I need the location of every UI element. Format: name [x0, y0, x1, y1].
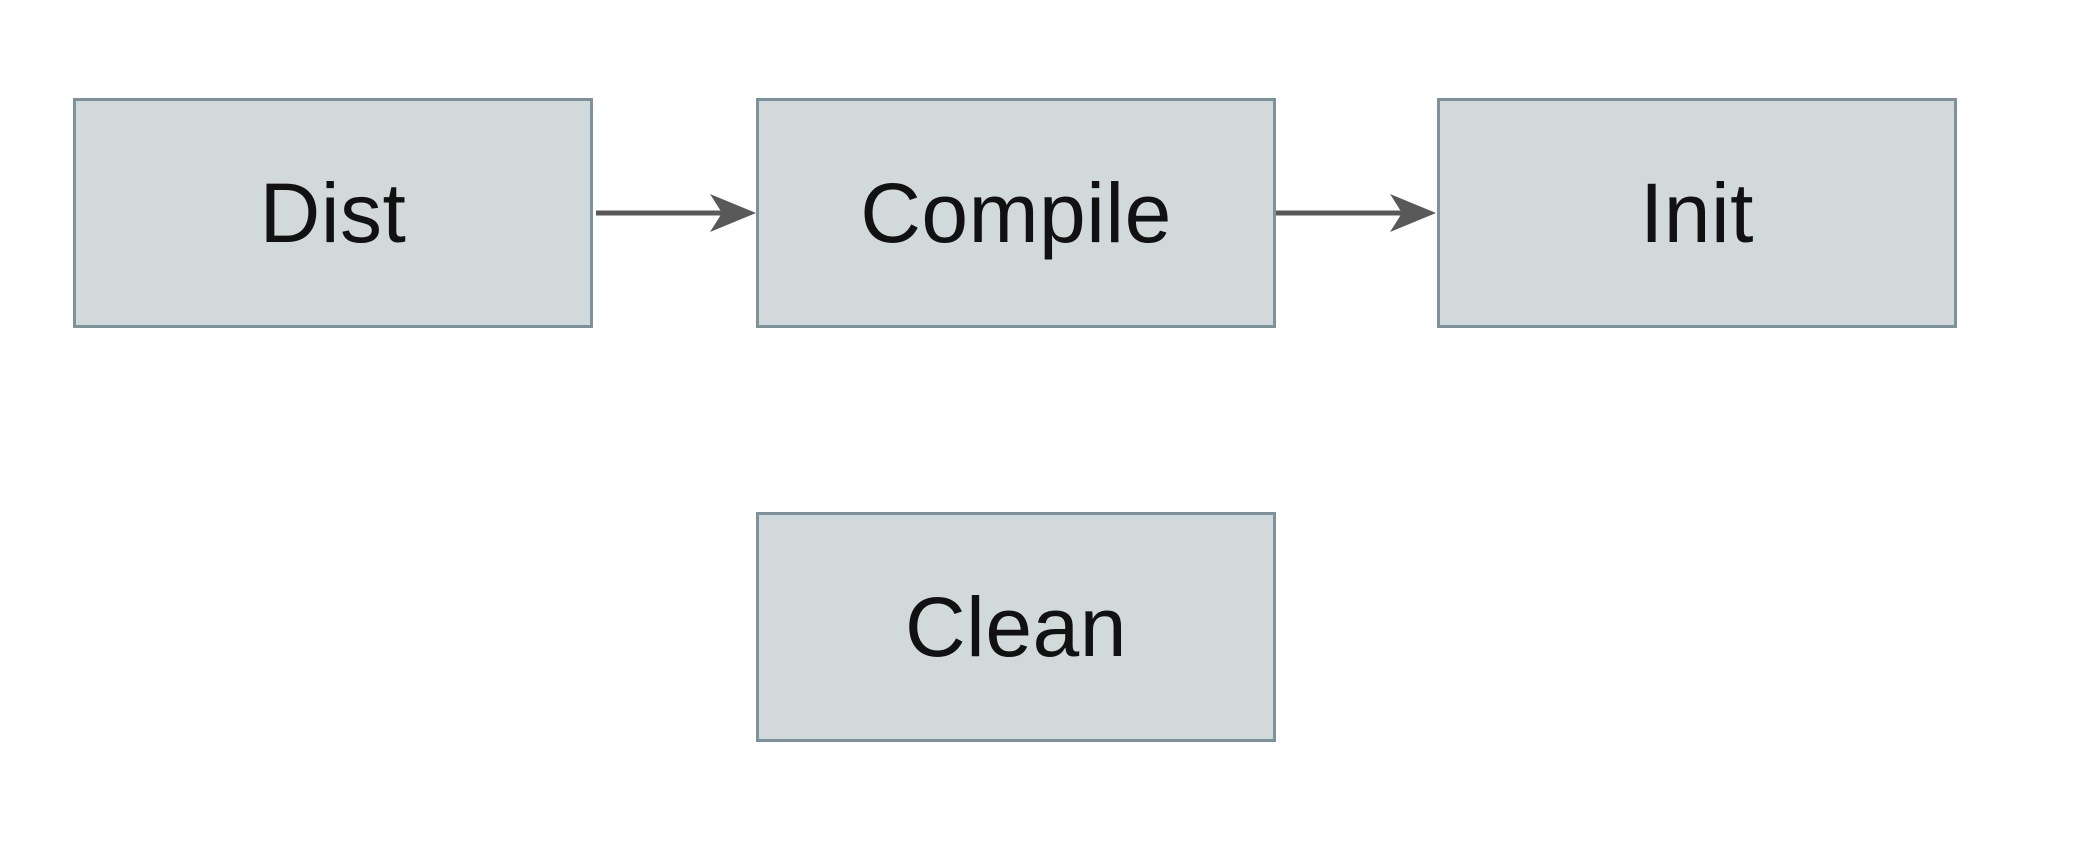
- arrow-compile-to-init[interactable]: [1276, 191, 1438, 235]
- node-dist-label: Dist: [259, 166, 407, 260]
- node-clean-label: Clean: [905, 580, 1127, 674]
- node-init[interactable]: Init: [1437, 98, 1957, 328]
- arrowhead-icon: [710, 194, 756, 232]
- node-dist[interactable]: Dist: [73, 98, 593, 328]
- node-compile[interactable]: Compile: [756, 98, 1276, 328]
- node-init-label: Init: [1639, 166, 1755, 260]
- node-clean[interactable]: Clean: [756, 512, 1276, 742]
- arrow-dist-to-compile[interactable]: [596, 191, 758, 235]
- arrowhead-icon: [1390, 194, 1436, 232]
- node-compile-label: Compile: [860, 166, 1172, 260]
